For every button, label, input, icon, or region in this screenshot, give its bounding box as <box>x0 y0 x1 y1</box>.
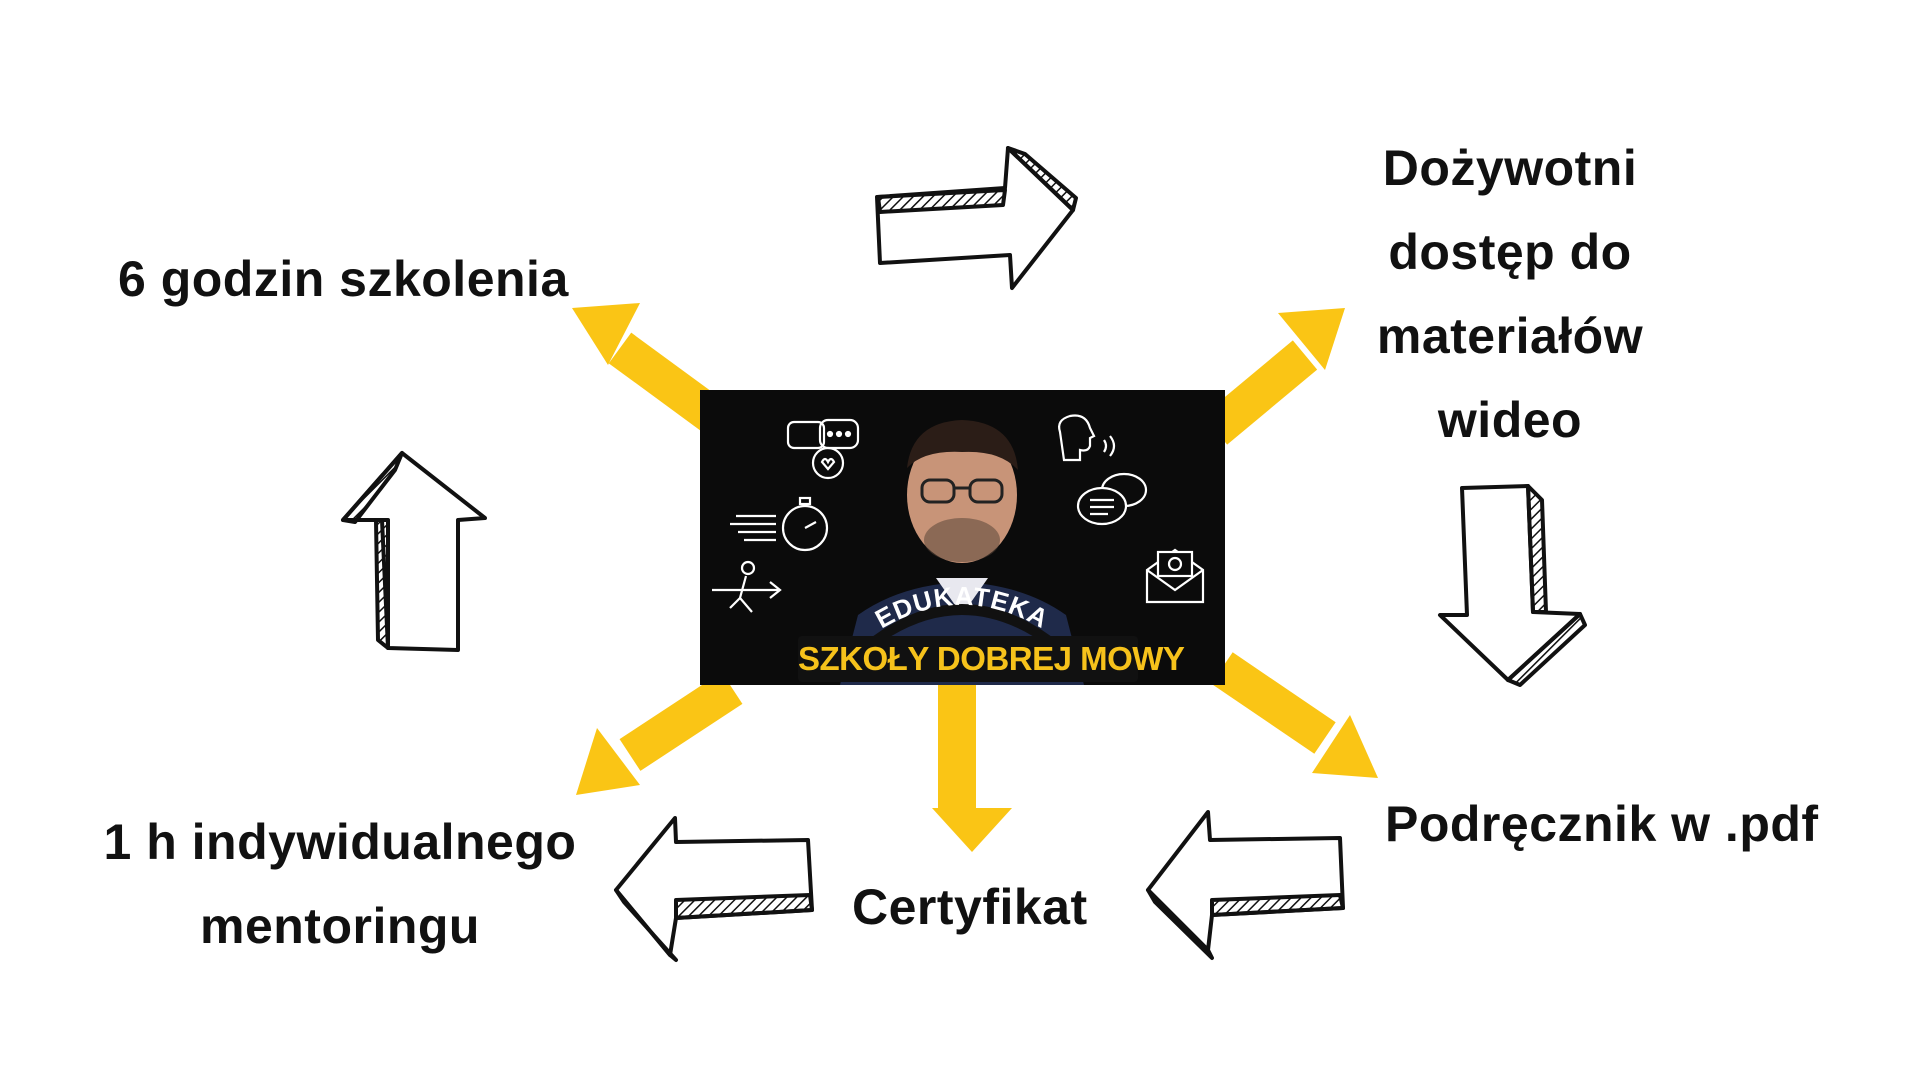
node-certificate-text: Certyfikat <box>852 879 1088 935</box>
svg-text:EDUKATEKA: EDUKATEKA <box>870 581 1054 634</box>
envelope-at-icon <box>1145 548 1205 604</box>
node-lifetime-access-line-3: materiałów <box>1376 308 1644 364</box>
caption-text: SZKOŁY DOBREJ MOWY <box>798 640 1185 677</box>
yellow-arrow-top-right <box>1202 308 1345 445</box>
edukateka-badge: EDUKATEKA <box>868 581 1056 640</box>
node-lifetime-access-line-2: dostęp do <box>1388 224 1632 280</box>
yellow-arrow-bottom-left <box>576 672 743 795</box>
cycle-arrow-left-right-side <box>1146 810 1345 960</box>
cycle-arrow-down <box>1438 484 1587 687</box>
node-pdf-handbook-text: Podręcznik w .pdf <box>1385 796 1819 852</box>
runner-arrow-icon <box>712 560 782 613</box>
cycle-arrow-left-bottom <box>614 816 814 962</box>
node-training-hours-text: 6 godzin szkolenia <box>118 251 569 307</box>
node-pdf-handbook: Podręcznik w .pdf <box>1385 795 1819 853</box>
yellow-arrow-bottom-center <box>932 680 1012 852</box>
badge-text: EDUKATEKA <box>870 581 1053 634</box>
yellow-arrow-bottom-right <box>1211 652 1378 778</box>
cycle-arrow-right <box>875 146 1078 290</box>
speaking-head-icon <box>1058 414 1116 462</box>
stopwatch-icon <box>730 496 829 552</box>
node-mentoring: 1 h indywidualnego mentoringu <box>100 800 580 968</box>
node-mentoring-line-2: mentoringu <box>200 898 480 954</box>
node-lifetime-access-line-4: wideo <box>1437 392 1583 448</box>
caption-strip: SZKOŁY DOBREJ MOWY <box>798 636 1185 682</box>
node-training-hours: 6 godzin szkolenia <box>118 250 569 308</box>
conversation-icon <box>1076 472 1148 526</box>
node-lifetime-access-line-1: Dożywotni <box>1382 140 1638 196</box>
node-lifetime-access: Dożywotni dostęp do materiałów wideo <box>1340 126 1680 462</box>
center-course-image: EDUKATEKA SZKOŁY DOBREJ MOWY <box>700 390 1225 685</box>
node-mentoring-line-1: 1 h indywidualnego <box>103 814 577 870</box>
node-certificate: Certyfikat <box>852 878 1088 936</box>
chat-bubbles-icon <box>786 418 860 480</box>
cycle-arrow-up <box>341 451 487 652</box>
